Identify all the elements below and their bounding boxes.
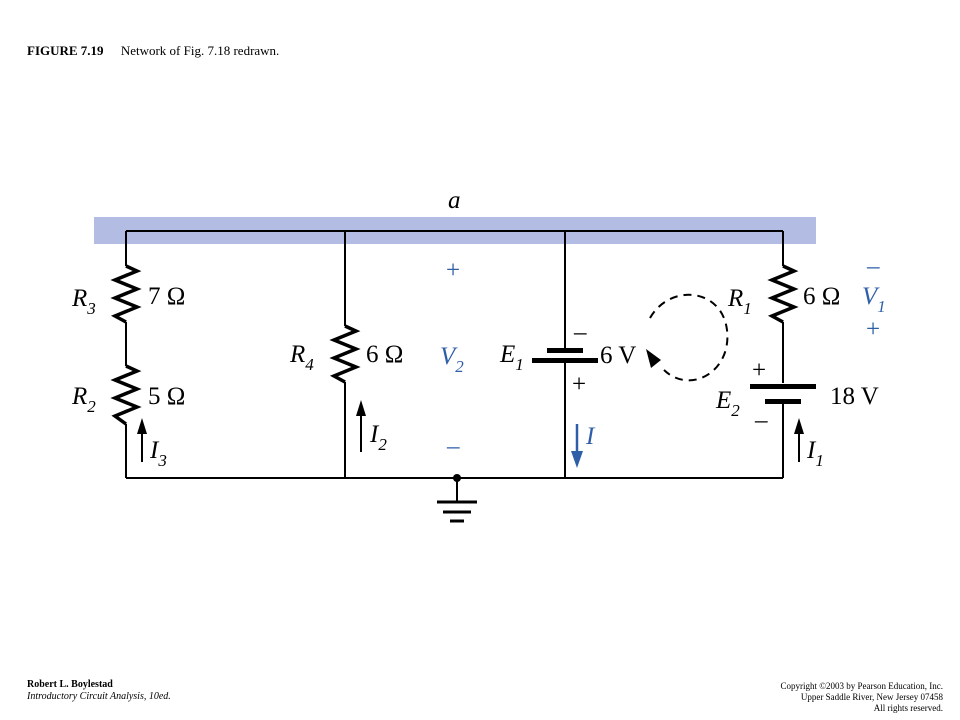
polarity-e1-top: – — [573, 319, 587, 346]
polarity-e1-bottom: + — [572, 371, 586, 398]
copyright-line: All rights reserved. — [873, 703, 943, 713]
figure-caption: FIGURE 7.19 Network of Fig. 7.18 redrawn… — [27, 43, 279, 59]
author-name: Robert L. Boylestad — [27, 679, 113, 690]
label-i3: I3 — [149, 437, 167, 470]
current-arrow-i1 — [794, 418, 804, 462]
polarity-e2-top: + — [752, 357, 766, 384]
label-i2: I2 — [369, 421, 387, 454]
resistor-r2 — [110, 364, 142, 426]
book-title: Introductory Circuit Analysis, 10ed. — [27, 691, 171, 702]
copyright-notice: Copyright ©2003 by Pearson Education, In… — [780, 681, 943, 714]
label-r2: R2 — [71, 383, 96, 416]
value-r3: 7 Ω — [148, 283, 185, 310]
label-r3: R3 — [71, 285, 96, 318]
resistor-r3 — [110, 264, 142, 324]
label-i1: I1 — [806, 437, 824, 470]
value-r4: 6 Ω — [366, 341, 403, 368]
label-v1: V1 — [862, 283, 886, 316]
label-v2: V2 — [440, 343, 464, 376]
label-e1: E1 — [499, 341, 524, 374]
label-r1: R1 — [727, 285, 752, 318]
node-a-label: a — [448, 187, 461, 214]
footer-credits: Robert L. Boylestad Introductory Circuit… — [27, 679, 171, 703]
label-i: I — [585, 423, 596, 450]
battery-e1 — [532, 348, 598, 363]
battery-e2 — [750, 384, 816, 404]
value-e1: 6 V — [600, 342, 636, 369]
figure-title: Network of Fig. 7.18 redrawn. — [120, 43, 280, 58]
polarity-v2-top: + — [446, 257, 460, 284]
value-e2: 18 V — [830, 383, 879, 410]
resistor-r1 — [767, 264, 799, 324]
copyright-line: Upper Saddle River, New Jersey 07458 — [800, 692, 943, 702]
current-arrow-i3 — [137, 418, 147, 462]
copyright-line: Copyright ©2003 by Pearson Education, In… — [780, 681, 943, 691]
polarity-v1-top: – — [866, 253, 880, 280]
ground-symbol — [437, 474, 477, 523]
value-r2: 5 Ω — [148, 383, 185, 410]
figure-number: FIGURE 7.19 — [27, 43, 104, 58]
current-arrow-i2 — [356, 400, 366, 452]
label-e2: E2 — [715, 387, 740, 420]
label-r4: R4 — [289, 341, 314, 374]
value-r1: 6 Ω — [803, 283, 840, 310]
loop-direction-arrow — [646, 293, 729, 382]
polarity-e2-bottom: – — [754, 407, 768, 434]
polarity-v1-bottom: + — [866, 316, 880, 343]
current-arrow-i — [571, 424, 583, 468]
resistor-r4 — [329, 324, 361, 384]
polarity-v2-bottom: – — [446, 433, 460, 460]
